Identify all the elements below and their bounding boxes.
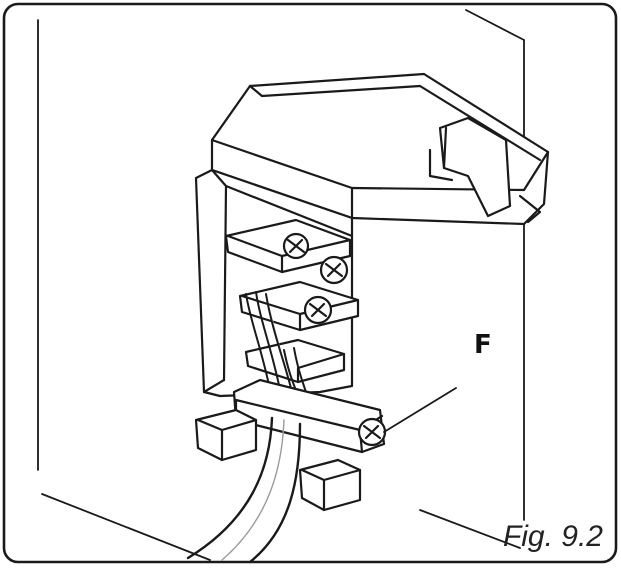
callout-leader-line	[383, 387, 457, 433]
figure-caption: Fig. 9.2	[502, 520, 603, 553]
cable-icon	[186, 416, 302, 564]
callout-label: F	[474, 330, 492, 360]
terminal-cover-lid	[210, 72, 550, 226]
cable-gland-feet	[194, 408, 362, 512]
wall-panel	[37, 9, 525, 561]
screw-icon	[282, 232, 349, 325]
internal-wires	[245, 291, 309, 399]
cable-clamp	[232, 378, 387, 454]
